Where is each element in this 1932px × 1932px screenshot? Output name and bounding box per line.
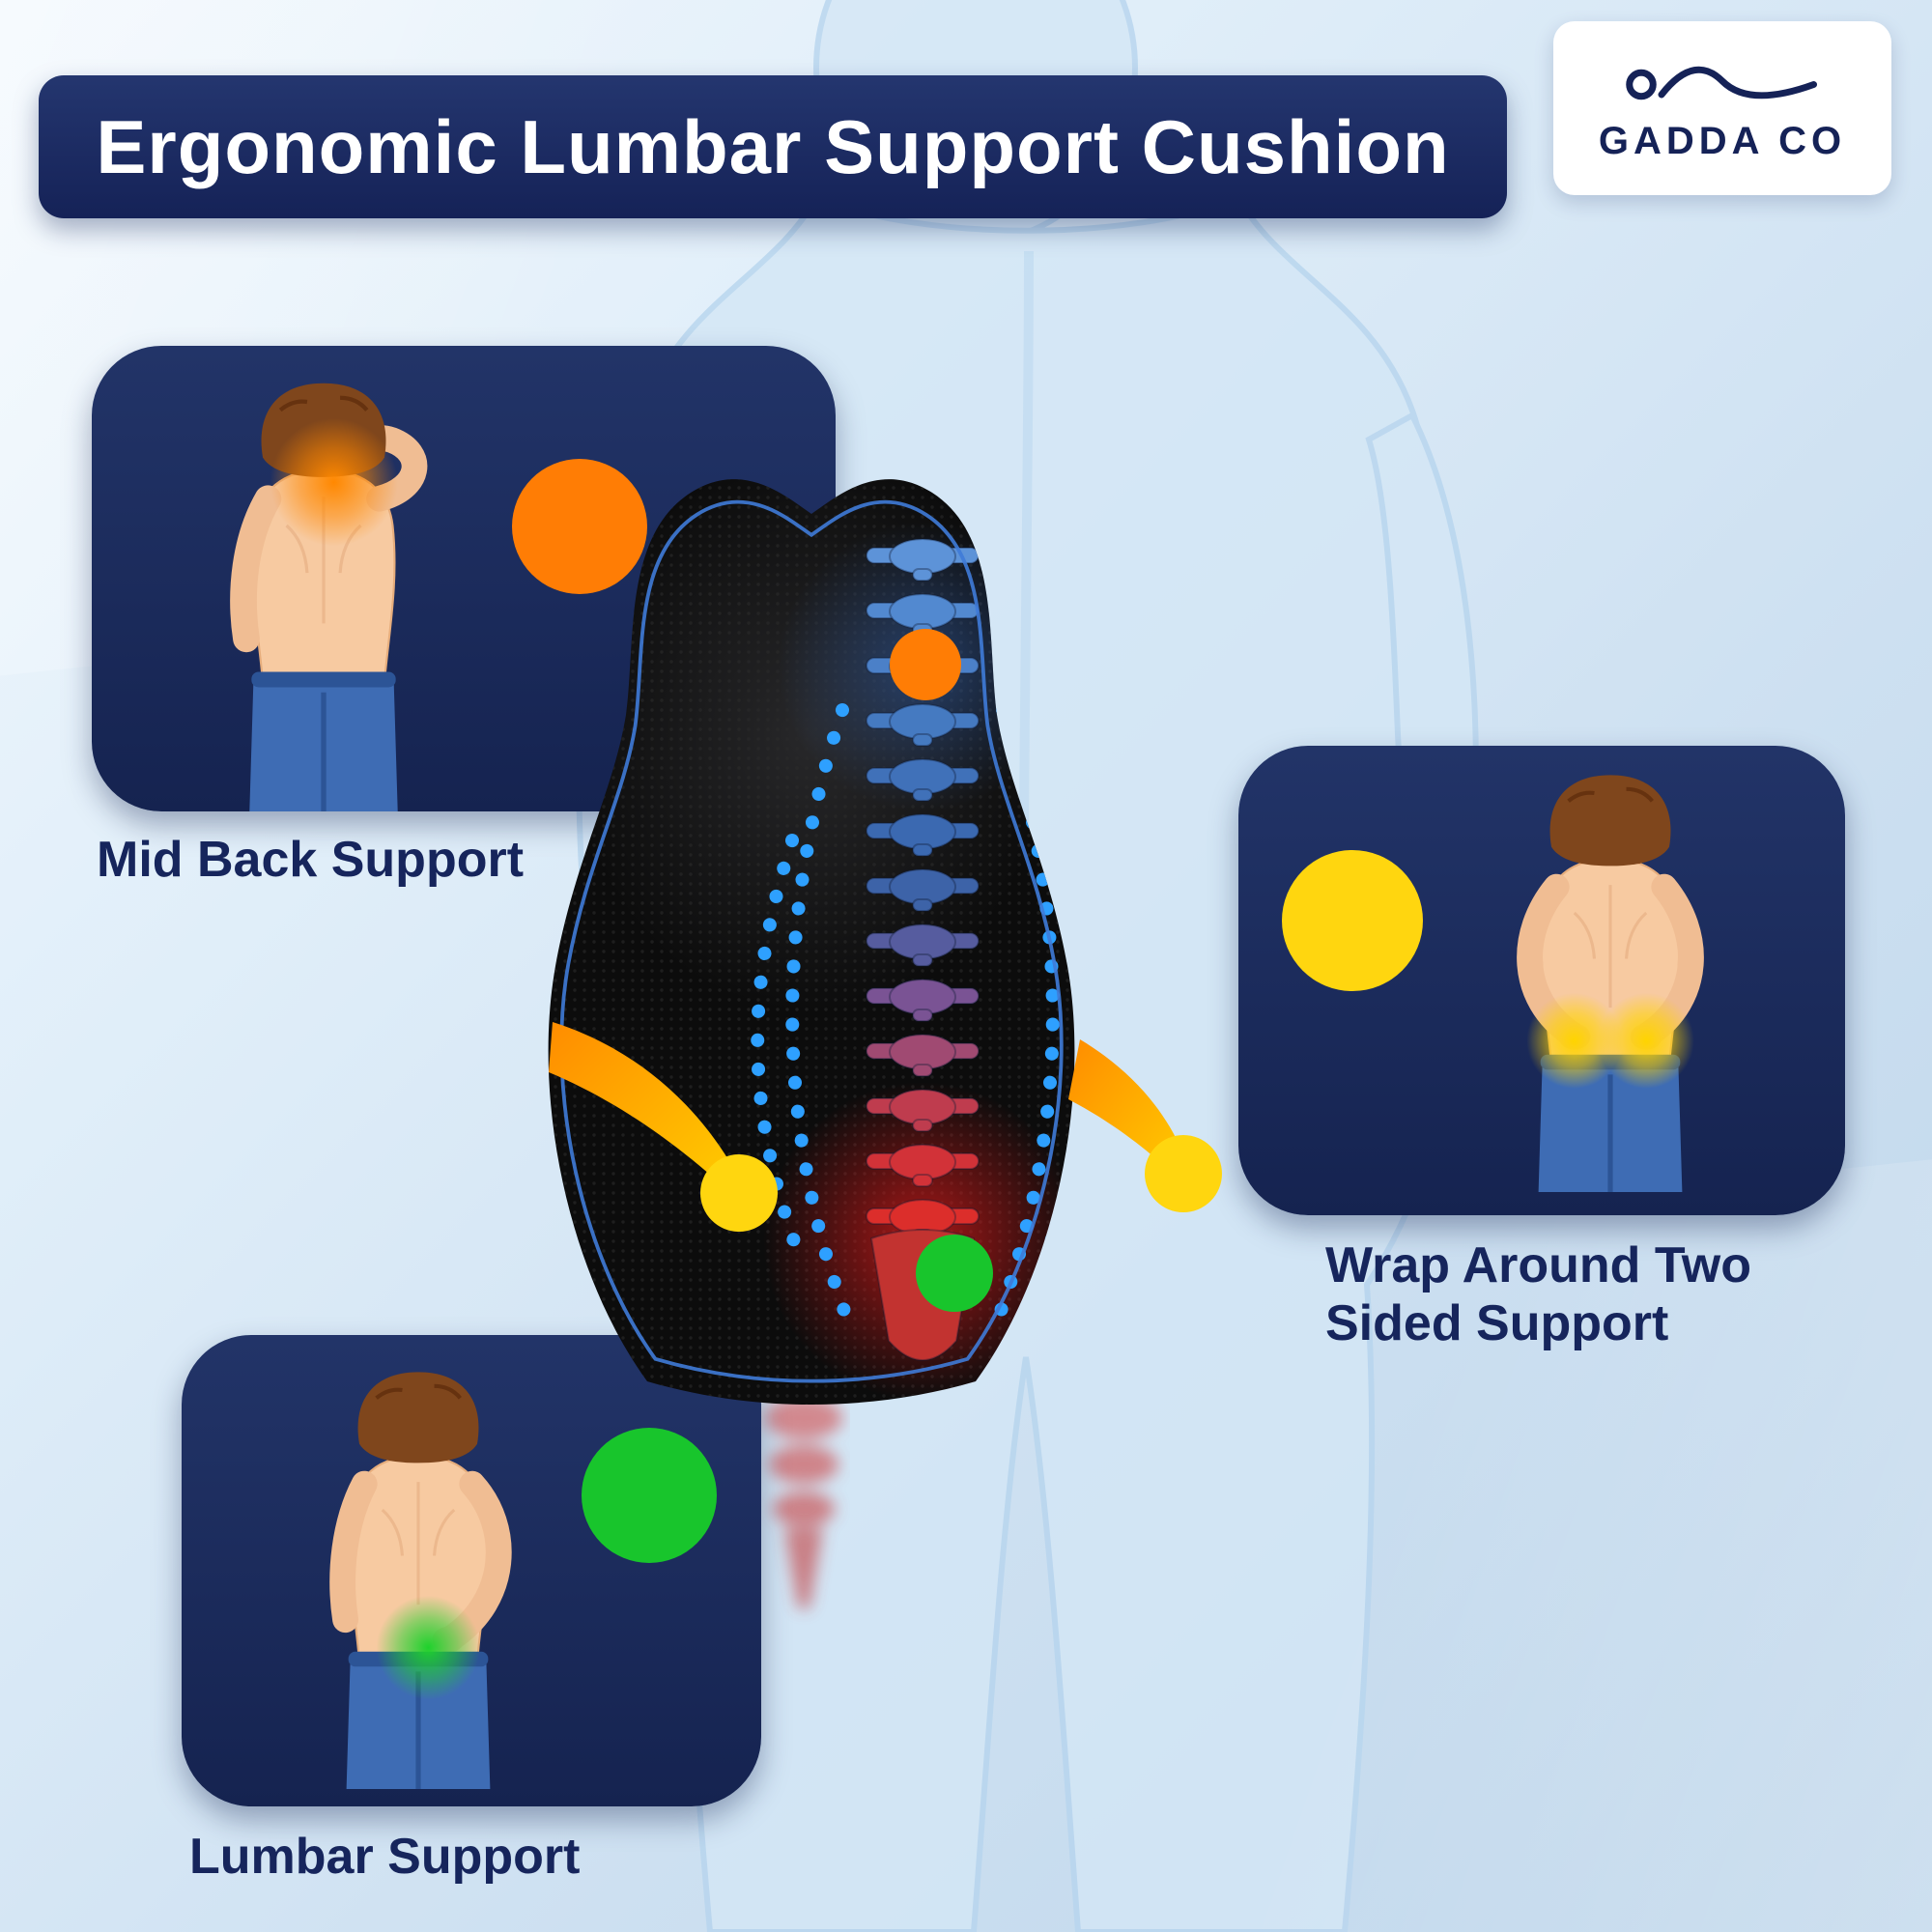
callout-label-lumbar: Lumbar Support [189,1829,581,1885]
lumbar-point-dot [916,1235,993,1312]
left-support-arrow [549,1022,744,1206]
person-hair-tufts [375,1383,462,1400]
pain-glow-neck [270,418,398,547]
wrap-around-indicator-dot [1282,850,1423,991]
brand-logo-card: GADDA CO [1553,21,1891,195]
title-banner: Ergonomic Lumbar Support Cushion [39,75,1507,218]
page-title: Ergonomic Lumbar Support Cushion [96,103,1450,189]
person-left-arm [329,1470,378,1634]
pain-glow-right [1598,992,1694,1089]
pain-glow-left [1526,992,1623,1089]
callout-card-lumbar [182,1335,761,1806]
lumbar-person-illustration [329,1372,512,1790]
person-back-lines [381,1482,456,1605]
wrap-around-person-illustration [1517,775,1704,1193]
person-back-lines [1573,885,1648,1009]
silhouette-red-spine [765,1397,842,1608]
callout-card-wrap-around [1238,746,1845,1215]
lumbar-cushion-illustration [548,479,1222,1405]
person-hair [1549,775,1671,867]
person-hair [357,1372,479,1463]
callout-label-wrap-around: Wrap Around Two Sided Support [1325,1237,1751,1352]
person-hair-tufts [1567,786,1654,803]
left-side-support-dot [700,1154,778,1232]
pain-glow-lumbar [376,1595,481,1700]
mid-back-person-illustration [230,383,428,811]
person-waistband [251,671,396,688]
callout-label-mid-back: Mid Back Support [97,832,525,888]
sleeping-person-line-icon [1626,66,1817,99]
lumbar-indicator-dot [582,1428,717,1563]
right-side-support-dot [1145,1135,1222,1212]
mid-back-point-dot [890,629,961,700]
brand-name: GADDA CO [1598,119,1847,162]
